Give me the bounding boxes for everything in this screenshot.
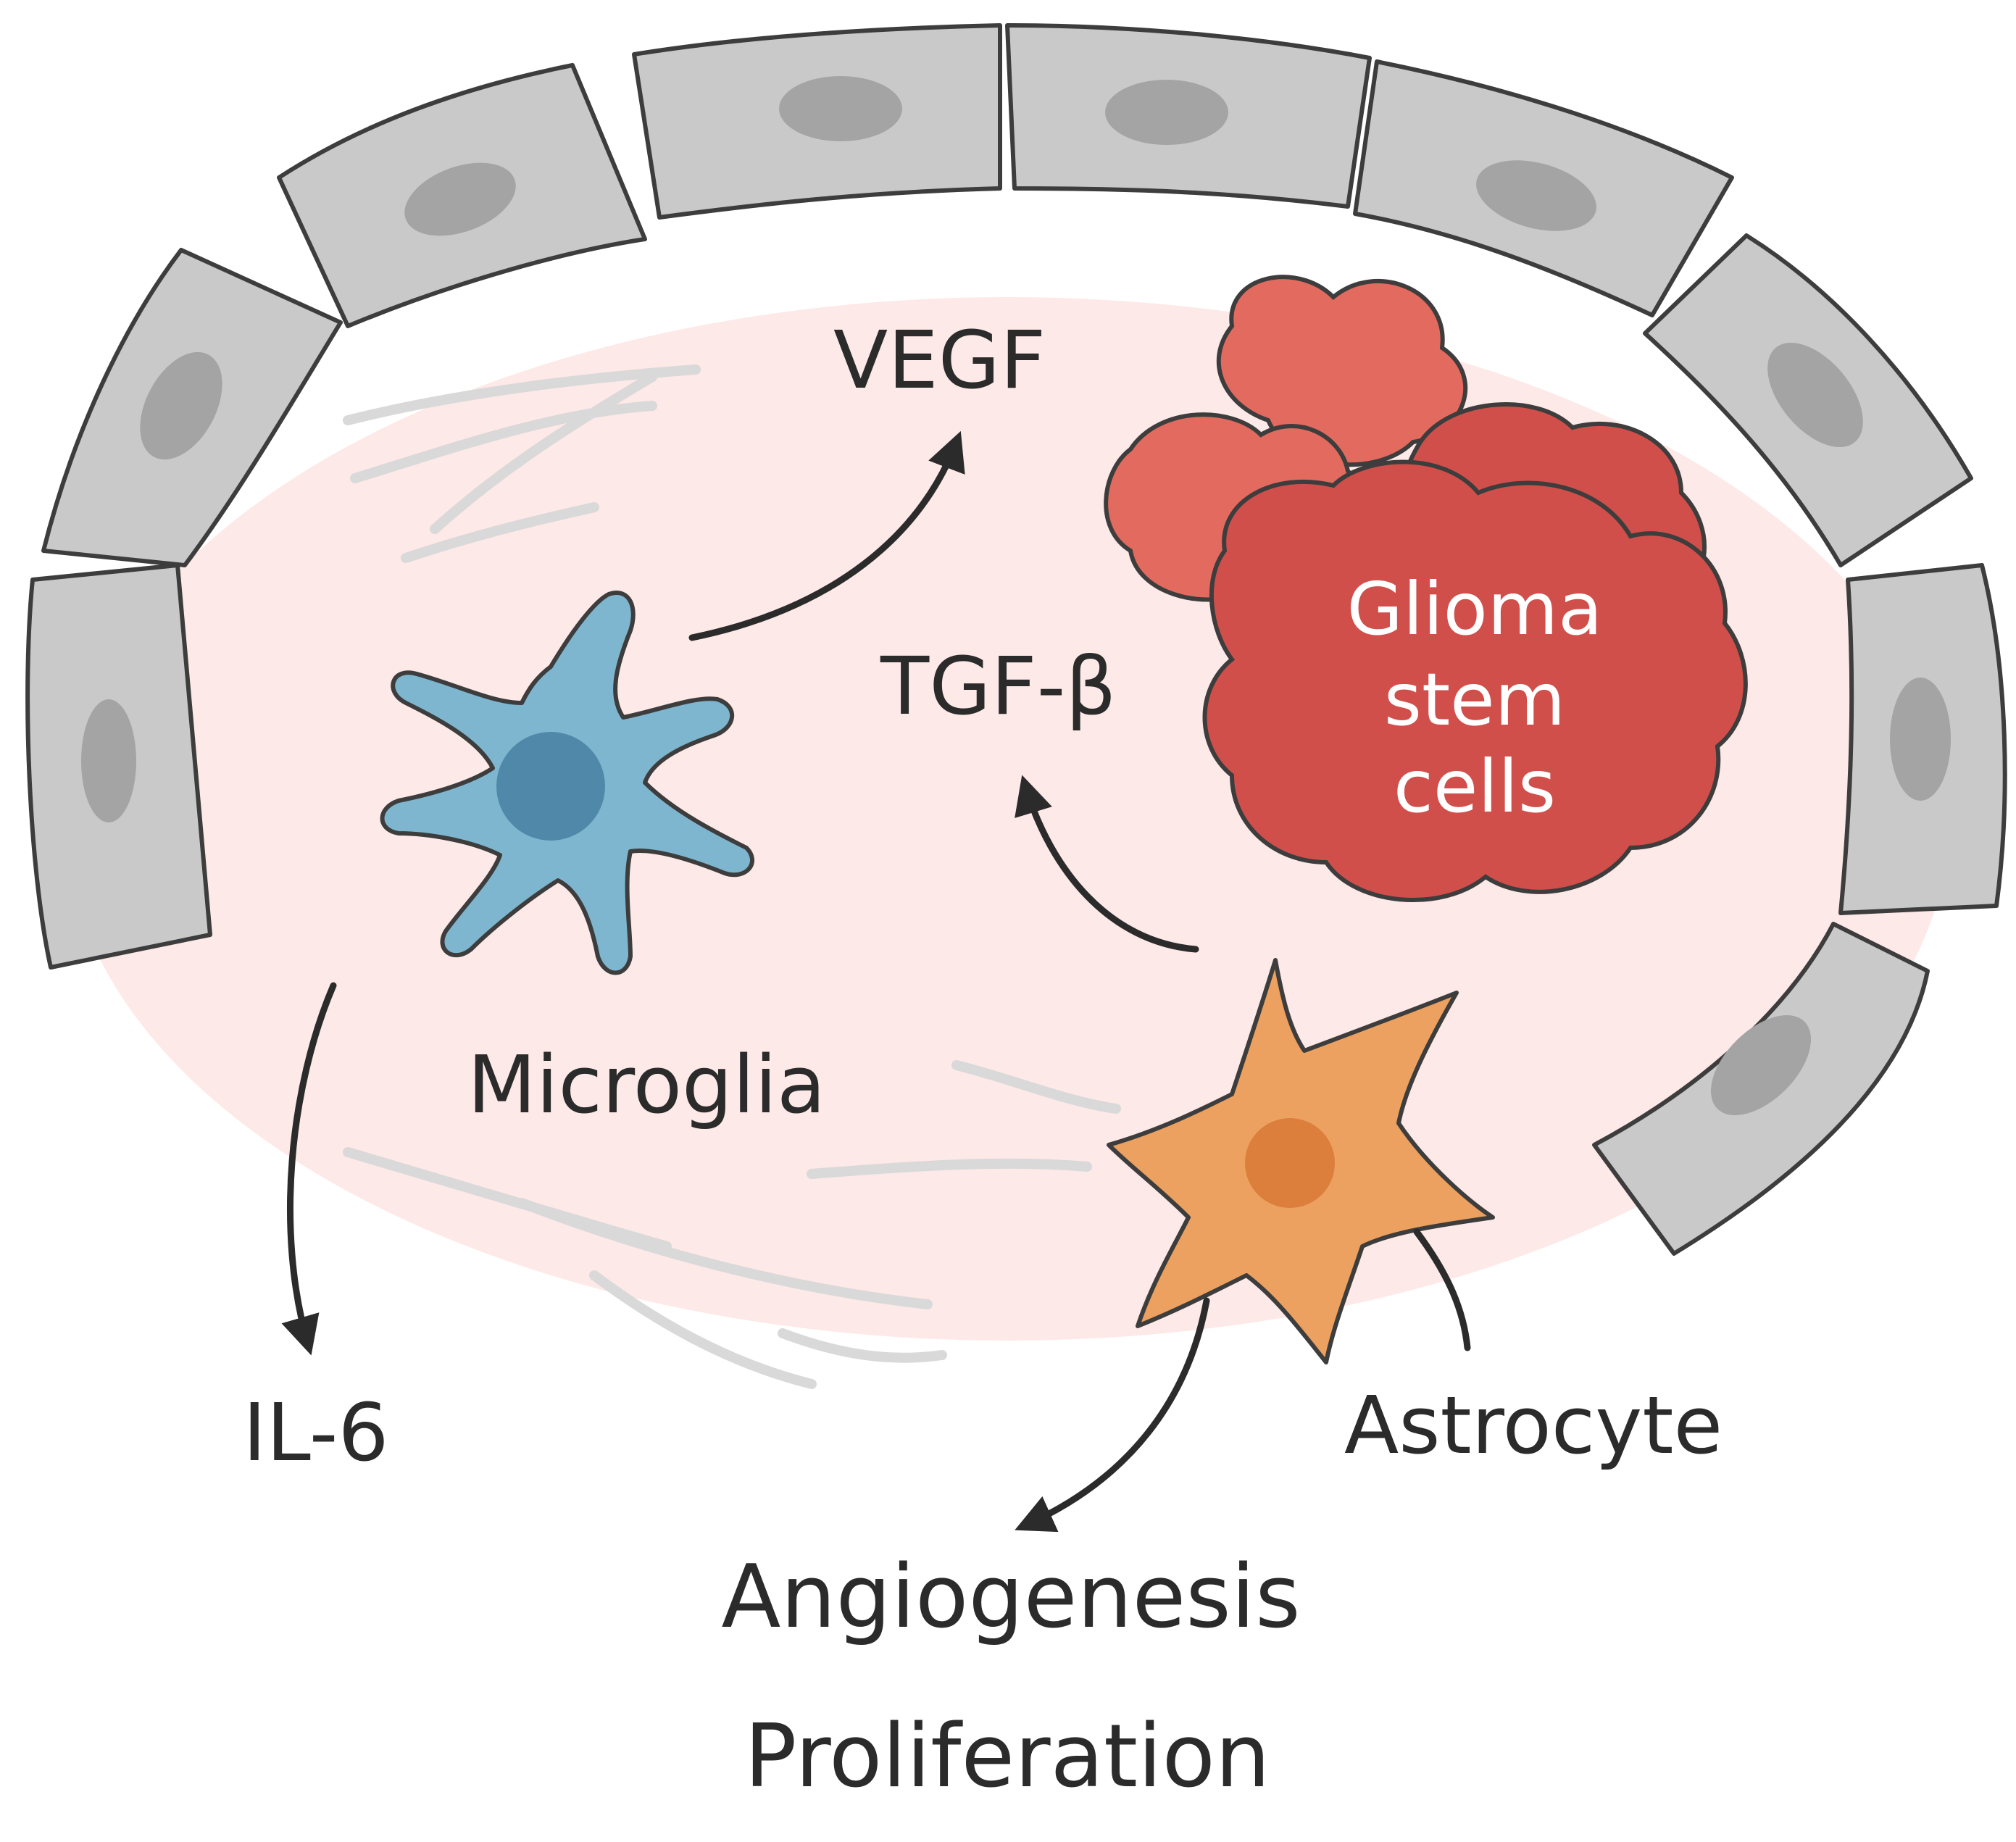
endothelial-cell bbox=[25, 563, 212, 970]
microglia-nucleus bbox=[496, 732, 605, 841]
endothelial-cell bbox=[277, 63, 647, 328]
endothelial-nucleus bbox=[1890, 678, 1951, 801]
endothelial-nucleus bbox=[779, 76, 902, 141]
astrocyte-nucleus bbox=[1245, 1118, 1335, 1208]
arrow-astrocyte-to-tgf-beta bbox=[1015, 775, 1199, 953]
glioma-label-line1: Glioma bbox=[1347, 567, 1603, 651]
endothelial-nucleus bbox=[1710, 1014, 1812, 1116]
vessel-wall bbox=[25, 23, 2007, 1256]
endothelial-nucleus bbox=[404, 162, 516, 236]
arrow-microglia-to-vegf bbox=[688, 430, 965, 641]
endothelial-cell bbox=[632, 23, 1002, 220]
microglia-cell bbox=[380, 591, 754, 975]
arrow-microglia-to-il6 bbox=[281, 982, 337, 1356]
vegf-label: VEGF bbox=[833, 314, 1046, 407]
endothelial-nucleus bbox=[1105, 80, 1228, 145]
endothelial-cell bbox=[1592, 922, 1930, 1256]
astrocyte-cell bbox=[1107, 958, 1495, 1364]
proliferation-label: Proliferation bbox=[744, 1706, 1270, 1807]
glioma-cell-main bbox=[1202, 459, 1748, 902]
astrocyte-label-connector bbox=[1413, 1228, 1471, 1351]
endothelial-cell bbox=[1005, 23, 1372, 209]
glioma-cell-back bbox=[1216, 275, 1468, 467]
endothelial-cell bbox=[1643, 233, 1973, 567]
endothelial-nucleus bbox=[81, 699, 136, 822]
endothelial-nucleus bbox=[1767, 342, 1863, 448]
endothelial-cell bbox=[41, 248, 343, 567]
endothelial-cell bbox=[1353, 59, 1734, 317]
glioma-label-line3: cells bbox=[1394, 744, 1556, 829]
angiogenesis-label: Angiogenesis bbox=[721, 1547, 1300, 1648]
glioma-stem-cell-cluster bbox=[1104, 275, 1748, 902]
astrocyte-label: Astrocyte bbox=[1344, 1379, 1723, 1472]
glioma-label-line2: stem bbox=[1384, 657, 1565, 742]
arrows bbox=[281, 430, 1471, 1533]
endothelial-nucleus bbox=[140, 351, 222, 460]
arrow-astrocyte-to-angiogenesis bbox=[1015, 1297, 1210, 1533]
il6-label: IL-6 bbox=[243, 1386, 388, 1479]
extracellular-fibers bbox=[343, 364, 1121, 1389]
endothelial-nucleus bbox=[1476, 160, 1596, 231]
endothelial-cell bbox=[1838, 563, 2007, 915]
microglia-label: Microglia bbox=[467, 1038, 825, 1131]
tgf-beta-label: TGF-β bbox=[880, 640, 1117, 733]
